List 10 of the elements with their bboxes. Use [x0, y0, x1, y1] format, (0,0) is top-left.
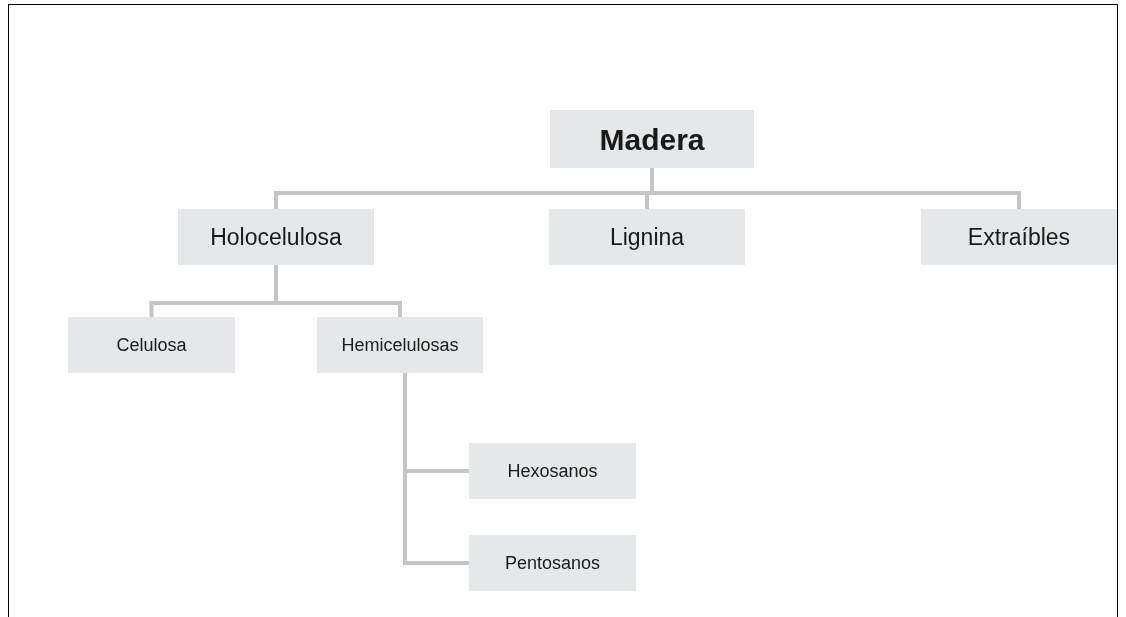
category-box: Lignina: [549, 209, 745, 265]
category-box: Hemicelulosas: [317, 317, 483, 373]
category-box: Holocelulosa: [178, 209, 374, 265]
category-box: Pentosanos: [469, 535, 636, 591]
category-box: Madera: [550, 110, 754, 168]
connector-line: [403, 373, 469, 565]
category-box: Hexosanos: [469, 443, 636, 499]
category-box: Celulosa: [68, 317, 235, 373]
connector-line: [650, 168, 1021, 209]
category-box: Extraíbles: [921, 209, 1117, 265]
